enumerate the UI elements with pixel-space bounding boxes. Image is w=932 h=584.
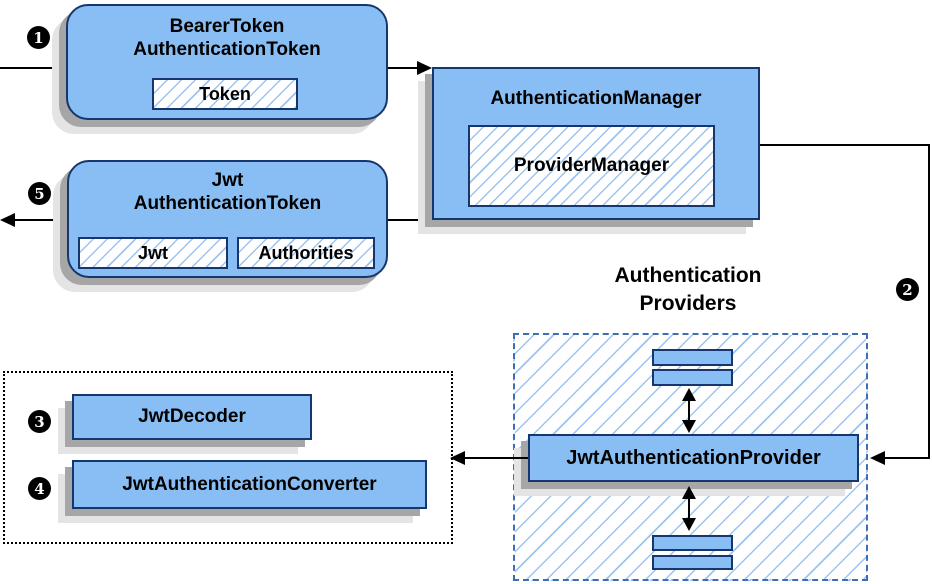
flow-line-step1: [0, 67, 66, 69]
jwt-field-box: Jwt: [78, 237, 228, 269]
double-arrow-bottom-line: [688, 495, 690, 521]
jwt-authentication-provider-box: JwtAuthenticationProvider: [528, 434, 859, 482]
step2-number: 2: [902, 280, 913, 299]
double-arrow-top-downhead: [682, 420, 696, 433]
bearer-token-title: BearerToken AuthenticationToken: [68, 15, 386, 61]
flow-line-provider-to-collaborators: [464, 457, 528, 459]
jwt-authentication-converter-label: JwtAuthenticationConverter: [122, 473, 377, 495]
token-field-box: Token: [152, 78, 298, 110]
authorities-field-label: Authorities: [258, 242, 354, 263]
authentication-manager-box: AuthenticationManager ProviderManager: [432, 67, 760, 220]
step2-badge: 2: [896, 278, 919, 301]
jwt-token-title: Jwt AuthenticationToken: [69, 169, 386, 215]
step4-badge: 4: [28, 477, 51, 500]
step1-badge: 1: [27, 26, 50, 49]
arrowhead-to-jwt-authentication-provider: [870, 451, 885, 465]
authorities-field-box: Authorities: [237, 237, 375, 269]
bearer-token-title-line2: AuthenticationToken: [133, 39, 321, 60]
step3-badge: 3: [28, 410, 51, 433]
provider-slot-bottom-2: [652, 555, 733, 570]
flow-line-manager-to-jwt-token: [388, 219, 432, 221]
flow-line-step5: [12, 219, 67, 221]
jwt-field-label: Jwt: [137, 242, 168, 263]
providers-group-label-line1: Authentication: [614, 264, 762, 287]
providers-group-label: Authentication Providers: [558, 262, 818, 318]
double-arrow-bottom-uphead: [682, 486, 696, 499]
arrowhead-to-collaborators: [450, 451, 465, 465]
jwt-authentication-token-box: Jwt AuthenticationToken Jwt Authorities: [67, 160, 388, 278]
flow-line-to-authentication-manager: [388, 67, 419, 69]
double-arrow-top-uphead: [682, 388, 696, 401]
provider-manager-box: ProviderManager: [468, 125, 715, 207]
authentication-manager-title: AuthenticationManager: [490, 88, 702, 109]
flow-line-step2-top: [760, 144, 930, 146]
arrowhead-step5-out: [0, 213, 15, 227]
bearer-token-title-line1: BearerToken: [169, 16, 285, 37]
jwt-authentication-provider-label: JwtAuthenticationProvider: [566, 446, 821, 469]
jwt-decoder-box: JwtDecoder: [72, 394, 312, 440]
collaborators-group-box: [3, 371, 453, 544]
provider-slot-top-1: [652, 349, 733, 366]
flow-line-step2-vertical: [928, 144, 930, 459]
step5-badge: 5: [28, 182, 51, 205]
jwt-authentication-converter-box: JwtAuthenticationConverter: [72, 460, 427, 509]
flow-line-step2-bottom: [884, 457, 930, 459]
provider-manager-label: ProviderManager: [513, 155, 670, 176]
double-arrow-bottom-downhead: [682, 518, 696, 531]
token-field-label: Token: [199, 83, 251, 104]
step1-number: 1: [33, 28, 44, 47]
jwt-decoder-label: JwtDecoder: [138, 406, 246, 427]
step5-number: 5: [34, 184, 45, 203]
step4-number: 4: [34, 479, 45, 498]
arrowhead-to-authentication-manager: [417, 61, 432, 75]
jwt-token-title-line2: AuthenticationToken: [133, 193, 322, 214]
jwt-token-title-line1: Jwt: [211, 170, 244, 191]
bearer-token-authentication-token-box: BearerToken AuthenticationToken Token: [66, 4, 388, 120]
double-arrow-top-line: [688, 397, 690, 423]
step3-number: 3: [34, 412, 45, 431]
provider-slot-bottom-1: [652, 535, 733, 551]
providers-group-label-line2: Providers: [639, 292, 737, 315]
provider-slot-top-2: [652, 369, 733, 386]
